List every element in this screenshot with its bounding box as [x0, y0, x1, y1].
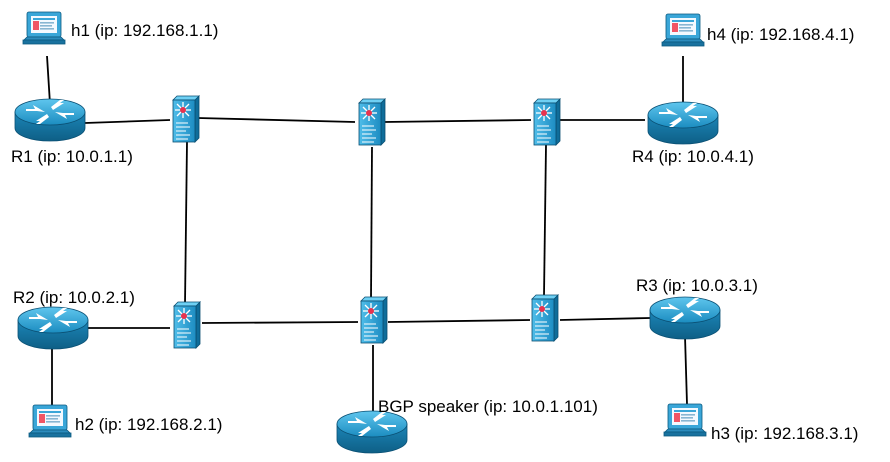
host-h2-icon[interactable]: [28, 404, 72, 438]
host-h3-label: h3 (ip: 192.168.3.1): [711, 424, 859, 443]
switch-6-icon[interactable]: [531, 294, 559, 342]
link-s2-s5: [370, 146, 373, 301]
link-r3-h3: [684, 335, 688, 405]
router-r1-icon[interactable]: [14, 98, 86, 142]
link-s1-s2: [197, 117, 356, 123]
links: [46, 55, 688, 420]
link-s4-s5: [201, 321, 359, 324]
router-r1-label: R1 (ip: 10.0.1.1): [11, 147, 133, 166]
link-r1-s1: [84, 119, 171, 124]
link-s5-s6: [387, 319, 531, 323]
router-bgp-speaker-icon[interactable]: [336, 410, 408, 454]
switch-4-icon[interactable]: [173, 301, 201, 349]
router-bgp-speaker-label: BGP speaker (ip: 10.0.1.101): [378, 397, 598, 416]
link-s1-s4: [184, 141, 188, 305]
host-h3-icon[interactable]: [663, 403, 707, 437]
host-h1-label: h1 (ip: 192.168.1.1): [71, 21, 219, 40]
link-h1-r1: [46, 55, 51, 105]
router-r4-icon[interactable]: [647, 101, 719, 145]
router-r2-label: R2 (ip: 10.0.2.1): [13, 288, 135, 307]
host-h4-icon[interactable]: [661, 13, 705, 47]
link-s3-s6: [543, 144, 547, 297]
host-h2-label: h2 (ip: 192.168.2.1): [75, 415, 223, 434]
switch-2-icon[interactable]: [358, 98, 386, 146]
router-r3-label: R3 (ip: 10.0.3.1): [636, 276, 758, 295]
host-h4-label: h4 (ip: 192.168.4.1): [707, 25, 855, 44]
host-h1-icon[interactable]: [22, 11, 66, 45]
switch-3-icon[interactable]: [533, 98, 561, 146]
switch-1-icon[interactable]: [172, 95, 200, 143]
link-s6-r3: [559, 317, 651, 321]
router-r2-icon[interactable]: [17, 306, 89, 350]
switch-5-icon[interactable]: [360, 296, 388, 344]
router-r4-label: R4 (ip: 10.0.4.1): [632, 147, 754, 166]
router-r3-icon[interactable]: [649, 296, 721, 340]
link-s2-s3: [383, 119, 532, 123]
